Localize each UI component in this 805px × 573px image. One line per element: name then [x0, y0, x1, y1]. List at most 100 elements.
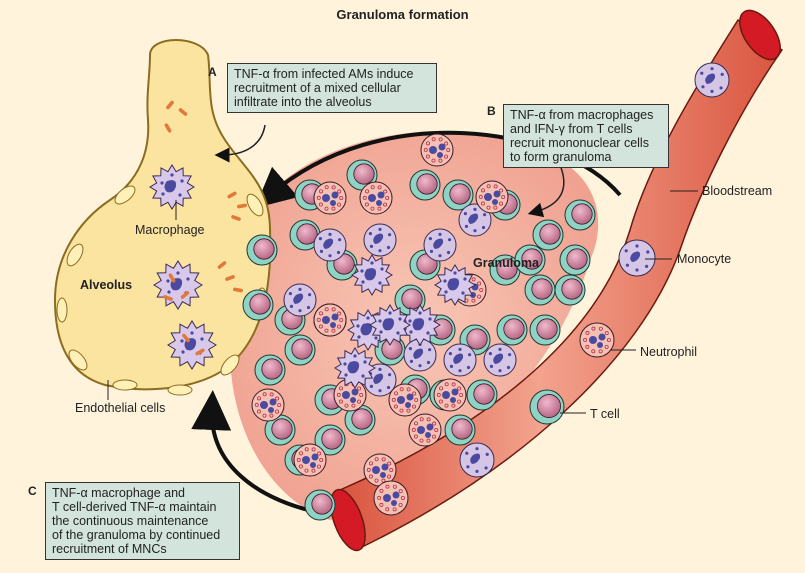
neutrophil — [313, 303, 347, 337]
bacterium — [180, 291, 190, 299]
macrophage — [167, 320, 217, 370]
t-cell — [524, 274, 556, 306]
t-cell — [254, 354, 286, 386]
neutrophil — [373, 480, 409, 516]
step-b-line: TNF-α from macrophages — [510, 108, 654, 122]
neutrophil — [388, 383, 422, 417]
t-cell — [242, 289, 274, 321]
t-cell — [344, 404, 376, 436]
vessel-top-opening — [739, 9, 781, 61]
step-c-box: TNF-α macrophage and T cell-derived TNF-… — [45, 482, 240, 560]
monocyte — [459, 442, 495, 478]
neutrophil — [359, 181, 393, 215]
t-cell — [496, 314, 528, 346]
bacterium — [237, 203, 247, 209]
macrophage — [334, 347, 376, 389]
bacterium — [168, 273, 176, 283]
monocyte — [618, 239, 656, 277]
step-a-line: TNF-α from infected AMs induce — [234, 67, 414, 81]
t-cell — [314, 424, 346, 456]
bacterium — [166, 100, 174, 110]
t-cell — [564, 199, 596, 231]
t-cell — [442, 179, 474, 211]
step-c-line: recruitment of MNCs — [52, 542, 167, 556]
neutrophil — [475, 180, 509, 214]
neutrophil — [363, 453, 397, 487]
bacterium — [225, 275, 235, 281]
t-cell — [489, 254, 521, 286]
t-cell — [559, 244, 591, 276]
t-cell — [532, 219, 564, 251]
bacterium — [163, 295, 173, 301]
neutrophil-label: Neutrophil — [640, 345, 697, 359]
alveolus-label: Alveolus — [80, 278, 133, 292]
step-b-letter: B — [487, 104, 496, 118]
recruitment-arrow — [254, 130, 622, 209]
bacterium — [217, 261, 227, 269]
monocyte — [483, 343, 517, 377]
t-cell — [529, 389, 565, 425]
monocyte — [458, 203, 492, 237]
bacterium — [227, 191, 237, 199]
t-cell — [514, 244, 546, 276]
step-a-line: infiltrate into the alveolus — [234, 95, 372, 109]
neutrophil — [293, 443, 327, 477]
macrophage — [369, 304, 411, 346]
vessel-bottom-opening — [330, 488, 366, 552]
monocyte — [313, 228, 347, 262]
neutrophil — [251, 388, 285, 422]
step-a-letter: A — [208, 65, 217, 79]
t-cell — [529, 314, 561, 346]
granuloma-label: Granuloma — [473, 256, 539, 270]
monocyte — [363, 223, 397, 257]
macrophage — [149, 164, 195, 210]
t-cell — [284, 334, 316, 366]
step-c-line: TNF-α macrophage and — [52, 486, 185, 500]
t-cell — [444, 414, 476, 446]
bacterium — [178, 108, 188, 116]
diagram-title: Granuloma formation — [336, 7, 469, 22]
t-cell-label: T cell — [590, 407, 620, 421]
bacterium — [231, 215, 241, 221]
bacterium — [195, 348, 205, 356]
t-cell — [466, 379, 498, 411]
step-c-line: T cell-derived TNF-α maintain — [52, 500, 217, 514]
bloodstream-label: Bloodstream — [702, 184, 773, 198]
arrow-b — [527, 164, 565, 218]
step-b-line: recruit mononuclear cells — [510, 136, 649, 150]
endothelial-cells-label: Endothelial cells — [75, 401, 166, 415]
t-cell — [409, 169, 441, 201]
neutrophil — [333, 378, 367, 412]
t-cell — [374, 334, 406, 366]
step-b-box: TNF-α from macrophages and IFN-γ from T … — [503, 104, 669, 168]
arrow-a — [214, 124, 266, 163]
t-cell — [304, 489, 336, 521]
leader-lines — [107, 190, 698, 414]
bacterium — [182, 333, 190, 343]
monocyte — [423, 228, 457, 262]
neutrophil — [579, 322, 615, 358]
macrophage — [434, 264, 476, 306]
monocyte-label: Monocyte — [677, 252, 732, 266]
macrophage-label: Macrophage — [135, 223, 205, 237]
monocyte — [443, 343, 477, 377]
t-cell — [246, 234, 278, 266]
t-cell — [554, 274, 586, 306]
step-b-line: to form granuloma — [510, 150, 612, 164]
step-c-line: the continuous maintenance — [52, 514, 209, 528]
monocyte — [283, 283, 317, 317]
maintenance-arrow — [191, 390, 331, 517]
monocyte — [694, 62, 730, 98]
neutrophil — [420, 133, 454, 167]
t-cell — [394, 284, 426, 316]
step-c-letter: C — [28, 484, 37, 498]
macrophage — [351, 254, 393, 296]
step-b-line: and IFN-γ from T cells — [510, 122, 633, 136]
bacterium — [233, 287, 243, 293]
t-cell — [326, 249, 358, 281]
neutrophil — [313, 181, 347, 215]
step-a-line: recruitment of a mixed cellular — [234, 81, 401, 95]
step-c-line: of the granuloma by continued — [52, 528, 221, 542]
neutrophil — [433, 378, 467, 412]
